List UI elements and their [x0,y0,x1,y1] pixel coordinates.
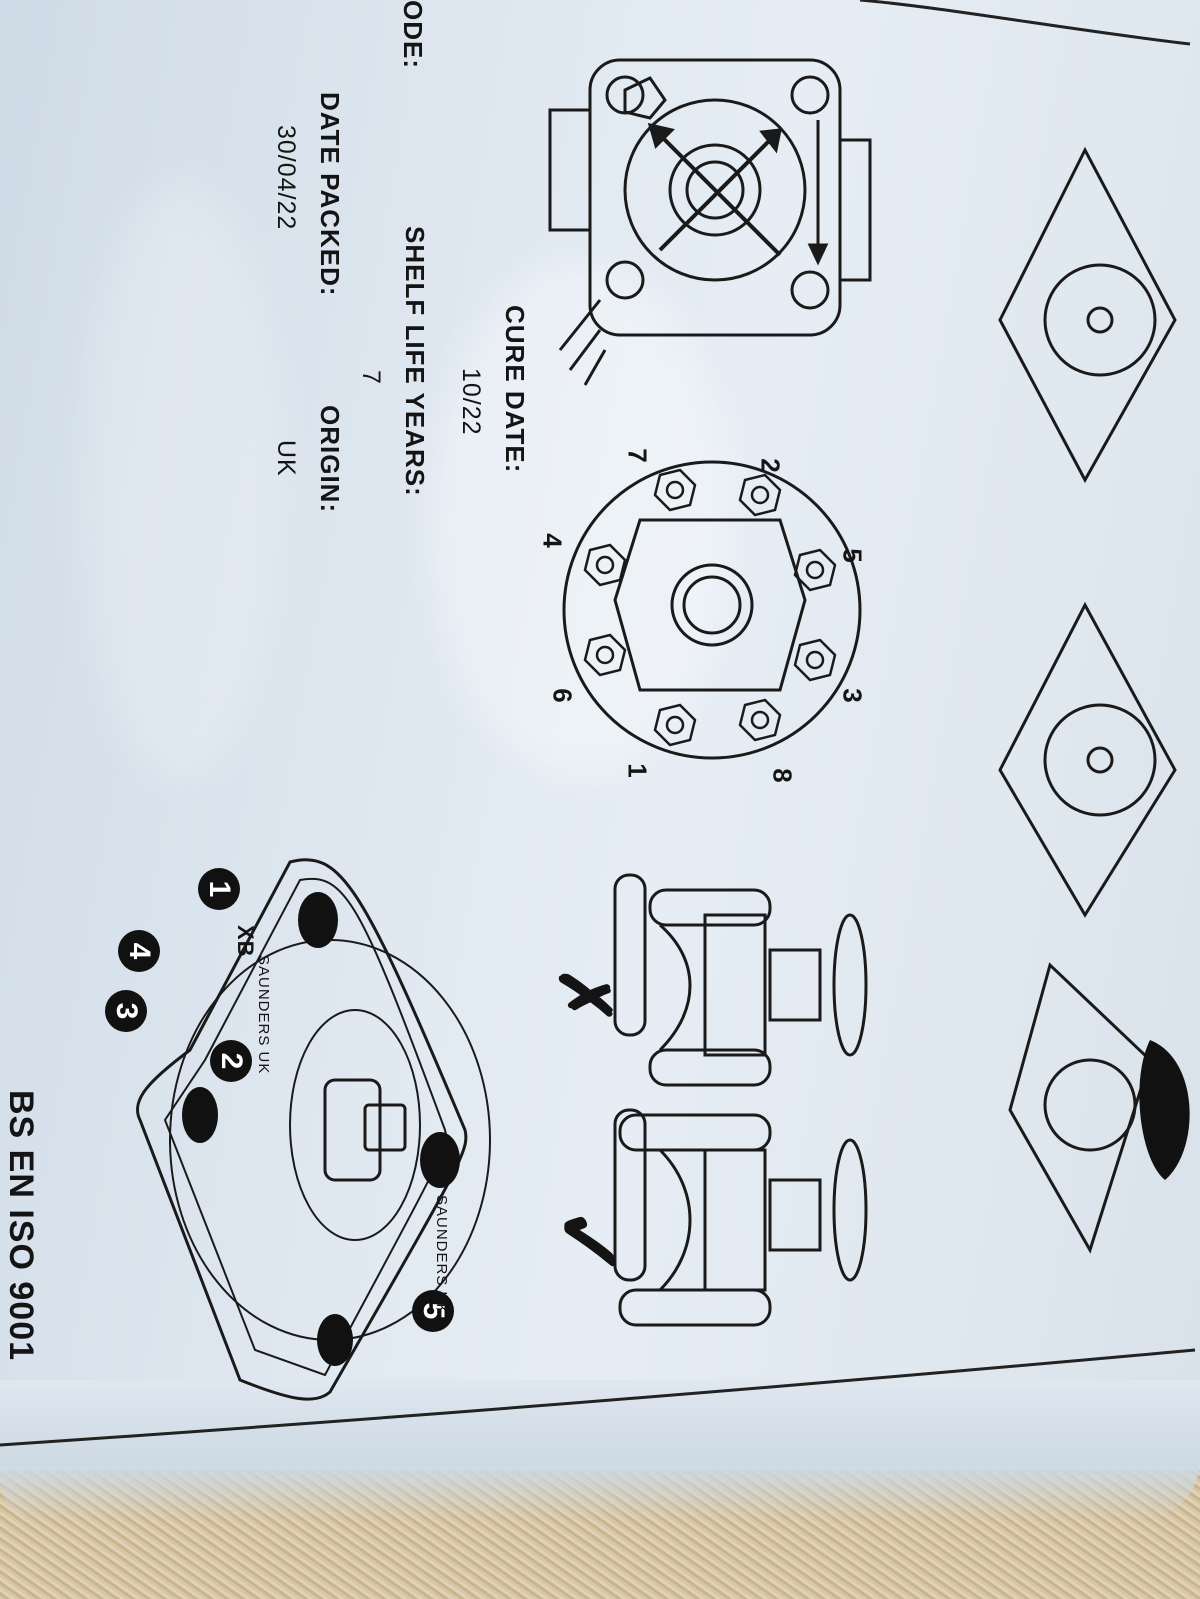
bolt-number: 3 [837,688,868,703]
sequence-badge: 4 [118,930,160,972]
origin-value: UK [272,440,300,477]
bolt-number: 4 [537,533,568,548]
shelf-life-label: SHELF LIFE YEARS: [400,226,430,497]
shelf-life-value: 7 [357,370,385,385]
standard-text: BS EN ISO 9001 [2,1090,40,1362]
sequence-badge: 2 [210,1040,252,1082]
bolt-number: 7 [622,448,653,463]
bolt-number: 2 [755,458,786,473]
origin-label: ORIGIN: [315,405,345,514]
bonnet-diagram-icon [998,146,1177,1254]
bolt-number: 8 [767,768,798,783]
cure-date-value: 10/22 [457,368,485,436]
valve-wrong-icon [613,873,868,1087]
bolt-number: 1 [622,763,653,778]
cure-date-label: CURE DATE: [500,305,530,474]
diaphragm-mark: XB [233,925,258,958]
date-packed-label: DATE PACKED: [315,92,345,297]
sequence-badge: 1 [198,868,240,910]
wrong-mark-icon: ✗ [545,966,624,1026]
right-mark-icon: ✓ [537,1204,638,1281]
valve-right-icon [613,1108,868,1327]
sequence-badge: 3 [105,990,147,1032]
code-label: ODE: [398,0,428,69]
bag-edge [0,1380,1200,1520]
plastic-glare [80,180,280,780]
bolt-pattern-icon [562,460,862,760]
valve-body-icon [548,58,872,386]
diaphragm-brand: SAUNDERS UK [255,955,272,1075]
diaphragm-brand: SAUNDERS UK [433,1195,450,1315]
date-packed-value: 30/04/22 [272,125,300,231]
bolt-number: 5 [837,548,868,563]
bolt-number: 6 [547,688,578,703]
